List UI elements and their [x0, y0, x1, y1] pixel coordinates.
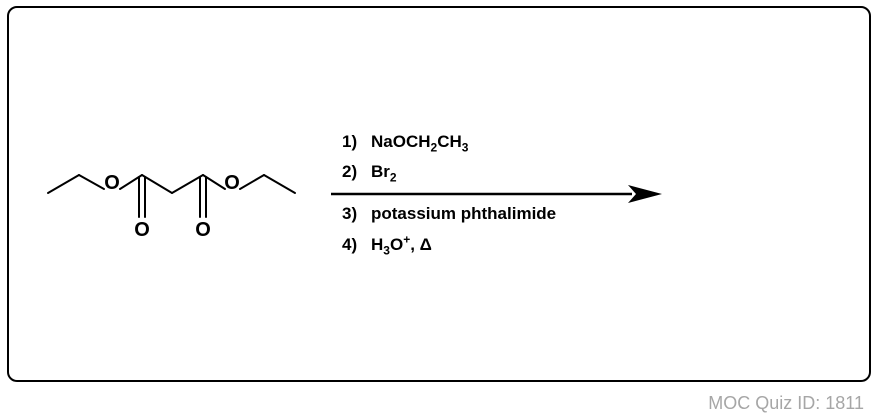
- bond-ch2-carbonyl-right: [171, 174, 204, 194]
- step-2-reagent: Br2: [371, 162, 397, 185]
- step-1-number: 1): [342, 132, 358, 151]
- step-1-reagent: NaOCH2CH3: [371, 132, 469, 155]
- step-2-number: 2): [342, 162, 358, 181]
- bond-carbonyl-left-ch2: [141, 174, 173, 194]
- reaction-frame: [7, 6, 871, 382]
- reagent-step-1: 1) NaOCH2CH3: [342, 132, 469, 155]
- reagent-step-4: 4) H3O+, Δ: [342, 232, 432, 258]
- bond-ethyl-left-ch3: [47, 174, 80, 194]
- reagent-step-2: 2) Br2: [342, 162, 397, 185]
- quiz-id-label: MOC Quiz ID: 1811: [708, 393, 864, 413]
- atom-ester-oxygen-right: O: [224, 172, 240, 194]
- step-4-reagent: H3O+, Δ: [371, 232, 432, 258]
- bond-ethyl-right-ch3: [263, 174, 296, 194]
- arrow-head-icon: [628, 185, 662, 203]
- diethyl-malonate-structure: [47, 174, 296, 218]
- reagent-step-3: 3) potassium phthalimide: [342, 204, 556, 224]
- atom-carbonyl-oxygen-right: O: [195, 219, 211, 241]
- bond-oxygen-ethyl-right: [239, 174, 265, 190]
- reaction-arrow: [331, 185, 662, 203]
- atom-ester-oxygen-left: O: [104, 172, 120, 194]
- step-3-reagent: potassium phthalimide: [371, 204, 557, 223]
- step-4-number: 4): [342, 235, 358, 254]
- atom-carbonyl-oxygen-left: O: [134, 219, 150, 241]
- bond-ethyl-left-ch2: [78, 174, 105, 190]
- step-3-number: 3): [342, 204, 358, 223]
